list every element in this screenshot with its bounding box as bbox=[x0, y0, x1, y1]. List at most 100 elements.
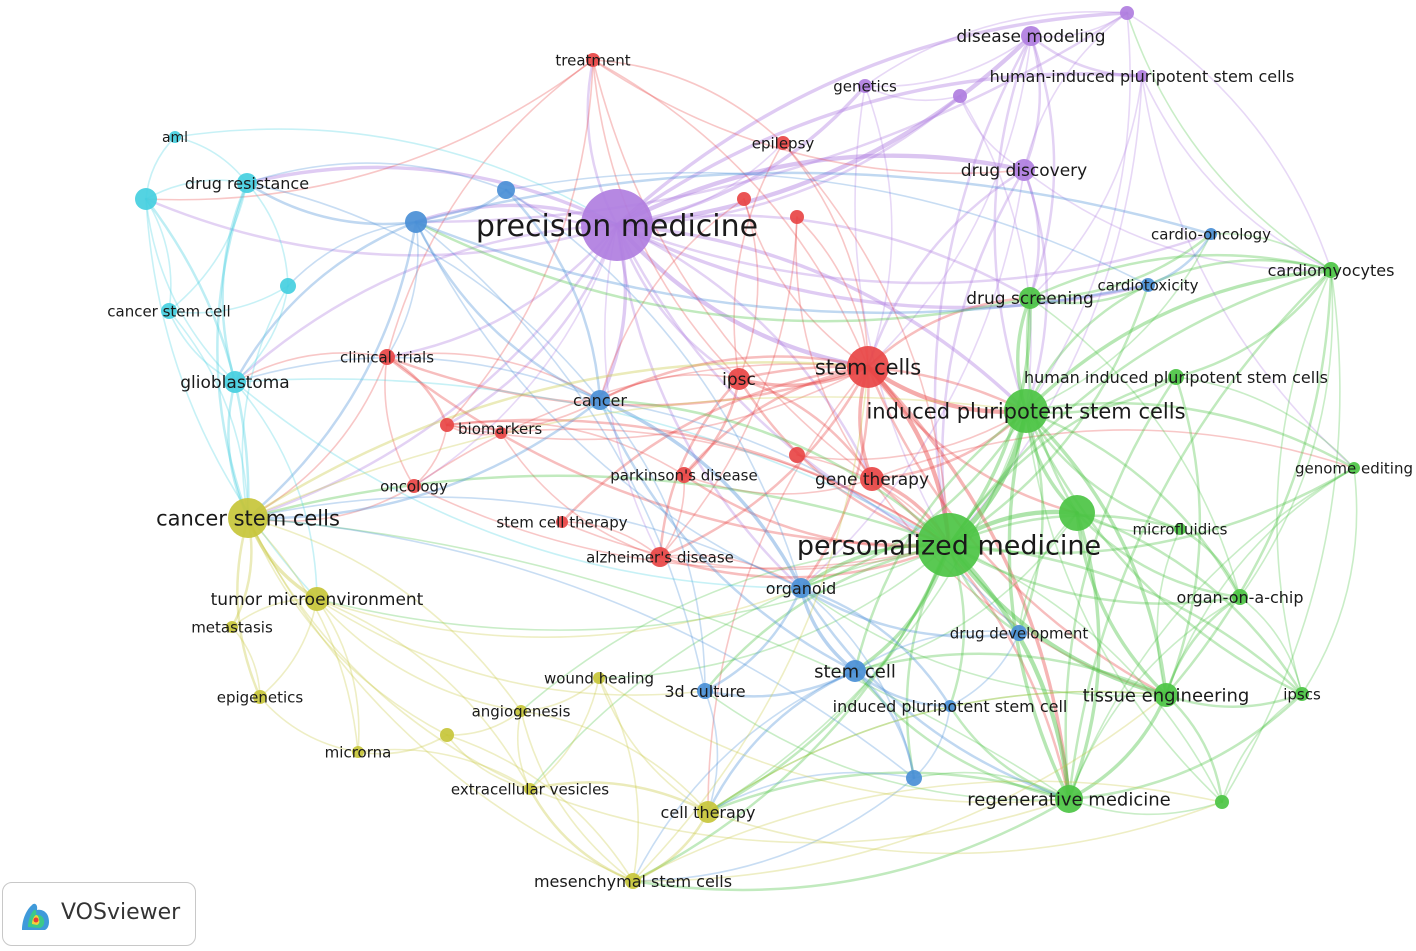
node-precision-medicine[interactable] bbox=[581, 189, 653, 261]
node-cancer[interactable] bbox=[590, 390, 610, 410]
node-drug-resistance[interactable] bbox=[237, 173, 257, 193]
node-drug-screening[interactable] bbox=[1019, 287, 1041, 309]
node-mesenchymal-stem-cells[interactable] bbox=[625, 873, 641, 889]
node-3d-culture[interactable] bbox=[697, 683, 713, 699]
node-label-glioblastoma[interactable]: glioblastoma bbox=[180, 373, 289, 393]
node-cell-therapy[interactable] bbox=[697, 801, 719, 823]
node-hipsc-purple[interactable] bbox=[1136, 70, 1148, 82]
node-tissue-engineering[interactable] bbox=[1154, 683, 1178, 707]
node-label-disease-modeling[interactable]: disease modeling bbox=[956, 27, 1105, 47]
node-red-a[interactable] bbox=[737, 192, 751, 206]
node-green-b[interactable] bbox=[1215, 795, 1229, 809]
node-label-drug-resistance[interactable]: drug resistance bbox=[185, 174, 309, 193]
node-label-cardiotoxicity[interactable]: cardiotoxicity bbox=[1097, 276, 1198, 294]
node-label-ipsc-single[interactable]: induced pluripotent stem cell bbox=[833, 697, 1068, 716]
node-label-hipsc-purple[interactable]: human-induced pluripotent stem cells bbox=[990, 67, 1295, 86]
node-disease-modeling[interactable] bbox=[1021, 26, 1041, 46]
node-ipsc-green[interactable] bbox=[1004, 389, 1048, 433]
node-red-b[interactable] bbox=[790, 210, 804, 224]
vosviewer-badge[interactable]: VOSviewer bbox=[2, 882, 196, 946]
node-label-cardiomyocytes[interactable]: cardiomyocytes bbox=[1268, 261, 1395, 280]
node-label-microfluidics[interactable]: microfluidics bbox=[1133, 520, 1228, 538]
node-label-organoid[interactable]: organoid bbox=[766, 579, 837, 598]
node-yellow-a[interactable] bbox=[440, 728, 454, 742]
node-label-drug-screening[interactable]: drug screening bbox=[966, 289, 1094, 309]
node-extracellular-vesicles[interactable] bbox=[524, 783, 536, 795]
node-genetics[interactable] bbox=[858, 79, 872, 93]
node-parkinsons[interactable] bbox=[676, 467, 692, 483]
node-label-stem-cells[interactable]: stem cells bbox=[815, 356, 921, 380]
node-label-epilepsy[interactable]: epilepsy bbox=[752, 134, 815, 152]
node-cancer-stem-cell[interactable] bbox=[161, 303, 177, 319]
node-cyan-b[interactable] bbox=[280, 278, 296, 294]
node-label-clinical-trials[interactable]: clinical trials bbox=[340, 348, 434, 366]
node-label-stem-cell[interactable]: stem cell bbox=[814, 661, 896, 682]
node-label-metastasis[interactable]: metastasis bbox=[191, 618, 273, 636]
node-label-epigenetics[interactable]: epigenetics bbox=[217, 688, 304, 706]
node-label-wound-healing[interactable]: wound healing bbox=[544, 669, 654, 687]
node-cyan-a[interactable] bbox=[135, 188, 157, 210]
node-wound-healing[interactable] bbox=[593, 672, 605, 684]
node-label-gene-therapy[interactable]: gene therapy bbox=[815, 470, 929, 490]
node-cardio-oncology[interactable] bbox=[1205, 228, 1217, 240]
node-oncology[interactable] bbox=[407, 479, 421, 493]
node-label-genetics[interactable]: genetics bbox=[833, 77, 897, 95]
node-genome-editing[interactable] bbox=[1348, 462, 1360, 474]
node-stem-cell-therapy[interactable] bbox=[556, 516, 568, 528]
node-purple-a[interactable] bbox=[1120, 6, 1134, 20]
node-label-cell-therapy[interactable]: cell therapy bbox=[661, 803, 756, 822]
node-green-a[interactable] bbox=[1059, 495, 1095, 531]
node-label-precision-medicine[interactable]: precision medicine bbox=[476, 209, 758, 244]
node-label-ipscs[interactable]: ipscs bbox=[1283, 685, 1321, 703]
node-epigenetics[interactable] bbox=[253, 690, 267, 704]
node-aml[interactable] bbox=[169, 131, 181, 143]
node-metastasis[interactable] bbox=[226, 621, 238, 633]
node-biomarkers[interactable] bbox=[440, 418, 454, 432]
node-angiogenesis[interactable] bbox=[515, 705, 527, 717]
node-microrna[interactable] bbox=[352, 746, 364, 758]
node-label-biomarkers[interactable]: biomarkers bbox=[458, 420, 542, 438]
node-alzheimers[interactable] bbox=[650, 547, 670, 567]
node-organoid[interactable] bbox=[791, 578, 811, 598]
node-label-oncology[interactable]: oncology bbox=[380, 477, 448, 495]
node-ipsc-single[interactable] bbox=[944, 700, 956, 712]
node-label-personalized-medicine[interactable]: personalized medicine bbox=[797, 531, 1101, 562]
node-label-tumor-microenvironment[interactable]: tumor microenvironment bbox=[211, 590, 424, 610]
node-label-parkinsons[interactable]: parkinson's disease bbox=[610, 466, 757, 484]
node-blue-c[interactable] bbox=[906, 770, 922, 786]
node-ipsc[interactable] bbox=[728, 368, 750, 390]
node-label-ipsc-green[interactable]: induced pluripotent stem cells bbox=[866, 400, 1185, 424]
node-label-genome-editing[interactable]: genome editing bbox=[1295, 459, 1413, 477]
node-label-organ-on-a-chip[interactable]: organ-on-a-chip bbox=[1176, 588, 1303, 607]
node-cancer-stem-cells[interactable] bbox=[228, 498, 268, 538]
node-stem-cells[interactable] bbox=[847, 346, 889, 388]
node-drug-discovery[interactable] bbox=[1013, 159, 1035, 181]
node-label-extracellular-vesicles[interactable]: extracellular vesicles bbox=[451, 780, 609, 798]
node-label-treatment[interactable]: treatment bbox=[555, 51, 630, 69]
node-regenerative-medicine[interactable] bbox=[1055, 785, 1083, 813]
node-glioblastoma[interactable] bbox=[224, 371, 246, 393]
node-cardiomyocytes[interactable] bbox=[1323, 262, 1339, 278]
node-label-cancer-stem-cells[interactable]: cancer stem cells bbox=[156, 507, 340, 531]
node-label-hipsc-green[interactable]: human induced pluripotent stem cells bbox=[1024, 368, 1328, 387]
node-label-microrna[interactable]: microrna bbox=[325, 743, 392, 761]
node-label-cancer[interactable]: cancer bbox=[573, 391, 627, 410]
node-purple-b[interactable] bbox=[953, 89, 967, 103]
node-gene-therapy[interactable] bbox=[860, 467, 884, 491]
node-label-regenerative-medicine[interactable]: regenerative medicine bbox=[967, 789, 1170, 810]
node-label-drug-discovery[interactable]: drug discovery bbox=[961, 161, 1087, 181]
node-blue-b[interactable] bbox=[497, 181, 515, 199]
node-label-alzheimers[interactable]: alzheimer's disease bbox=[586, 548, 734, 566]
node-label-aml[interactable]: aml bbox=[162, 130, 188, 146]
node-label-ipsc[interactable]: ipsc bbox=[722, 370, 756, 390]
node-label-stem-cell-therapy[interactable]: stem cell therapy bbox=[496, 513, 627, 531]
node-hipsc-green[interactable] bbox=[1168, 369, 1184, 385]
node-personalized-medicine[interactable] bbox=[917, 513, 981, 577]
node-label-3d-culture[interactable]: 3d culture bbox=[664, 682, 745, 701]
node-red-c[interactable] bbox=[495, 427, 507, 439]
node-red-d[interactable] bbox=[789, 447, 805, 463]
node-organ-on-a-chip[interactable] bbox=[1232, 589, 1248, 605]
node-label-cardio-oncology[interactable]: cardio-oncology bbox=[1151, 225, 1271, 243]
node-label-cancer-stem-cell[interactable]: cancer stem cell bbox=[107, 302, 230, 320]
node-ipscs[interactable] bbox=[1295, 687, 1309, 701]
